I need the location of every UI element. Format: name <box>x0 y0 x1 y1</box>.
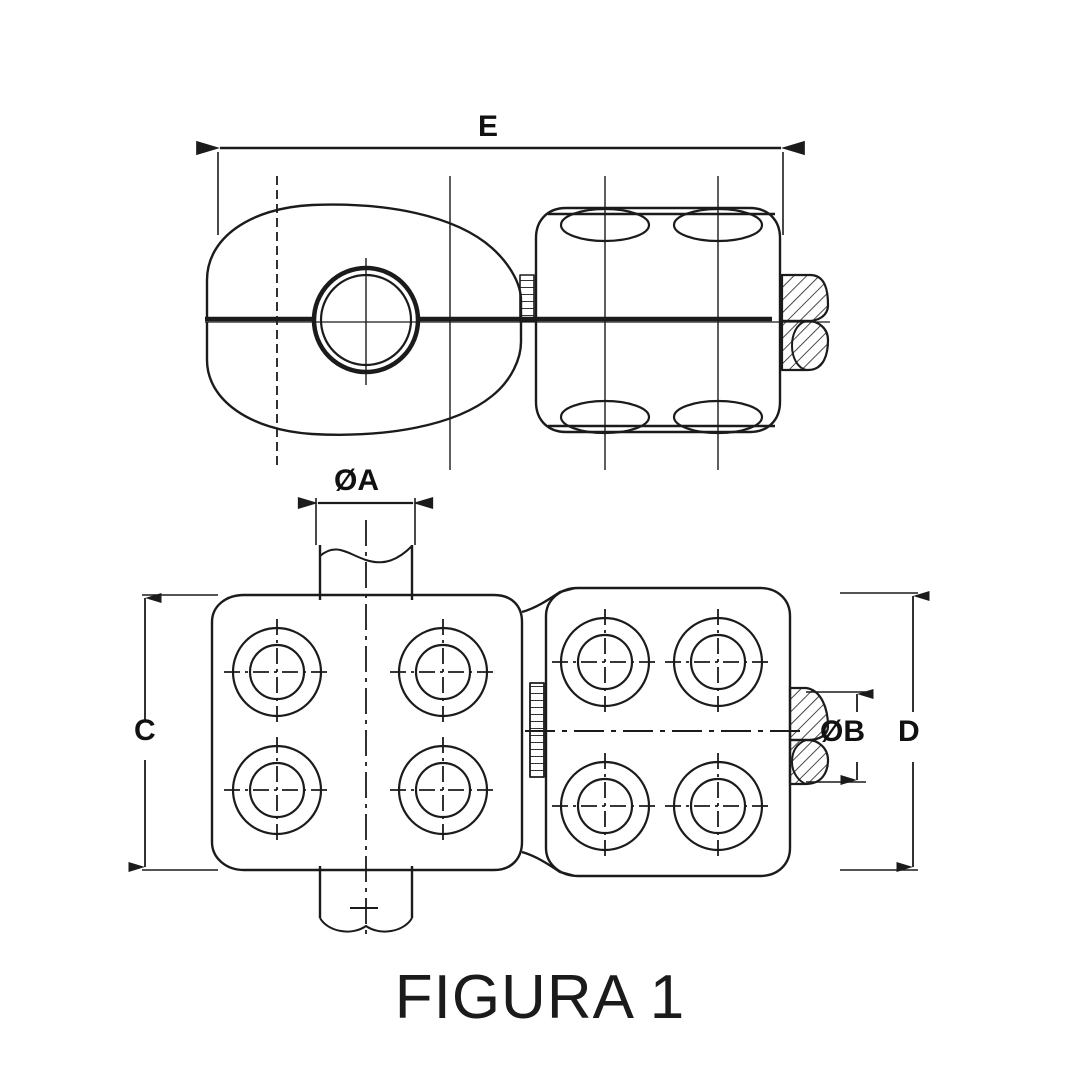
bolt-top-right <box>665 609 771 715</box>
dimension-A <box>297 496 434 545</box>
bolt-group-left-block <box>224 619 496 843</box>
bottom-view-end-bolt-head-section <box>788 686 830 786</box>
top-view-centerlines <box>276 176 719 470</box>
dimension-label-C: C <box>134 714 156 747</box>
top-view-right-block <box>519 206 782 434</box>
dimension-label-E: E <box>478 110 499 143</box>
bolt-top-left <box>224 619 330 725</box>
dimension-label-A: ØA <box>334 464 379 497</box>
bottom-view-cylinder <box>318 520 414 940</box>
figure-caption: FIGURA 1 <box>394 963 686 1032</box>
bolt-bottom-right <box>665 753 771 859</box>
bolt-bottom-right <box>390 737 496 843</box>
bolt-top-left <box>552 609 658 715</box>
bolt-group-right-block <box>552 609 771 859</box>
dimension-E <box>196 140 805 235</box>
dimension-C <box>128 593 218 872</box>
bolt-bottom-left <box>552 753 658 859</box>
dimension-label-D: D <box>898 715 920 748</box>
top-view-left-body <box>205 203 523 436</box>
dimension-label-B: ØB <box>820 715 865 748</box>
bottom-view-left-block <box>210 593 524 872</box>
top-view-end-bolt-head-section <box>780 273 830 372</box>
bolt-top-right <box>390 619 496 725</box>
dimension-D <box>840 591 930 872</box>
top-view-split-line <box>205 316 830 323</box>
bolt-bottom-left <box>224 737 330 843</box>
top-view-bolt-head-ovals <box>559 207 764 435</box>
bottom-view-right-block <box>544 586 792 878</box>
